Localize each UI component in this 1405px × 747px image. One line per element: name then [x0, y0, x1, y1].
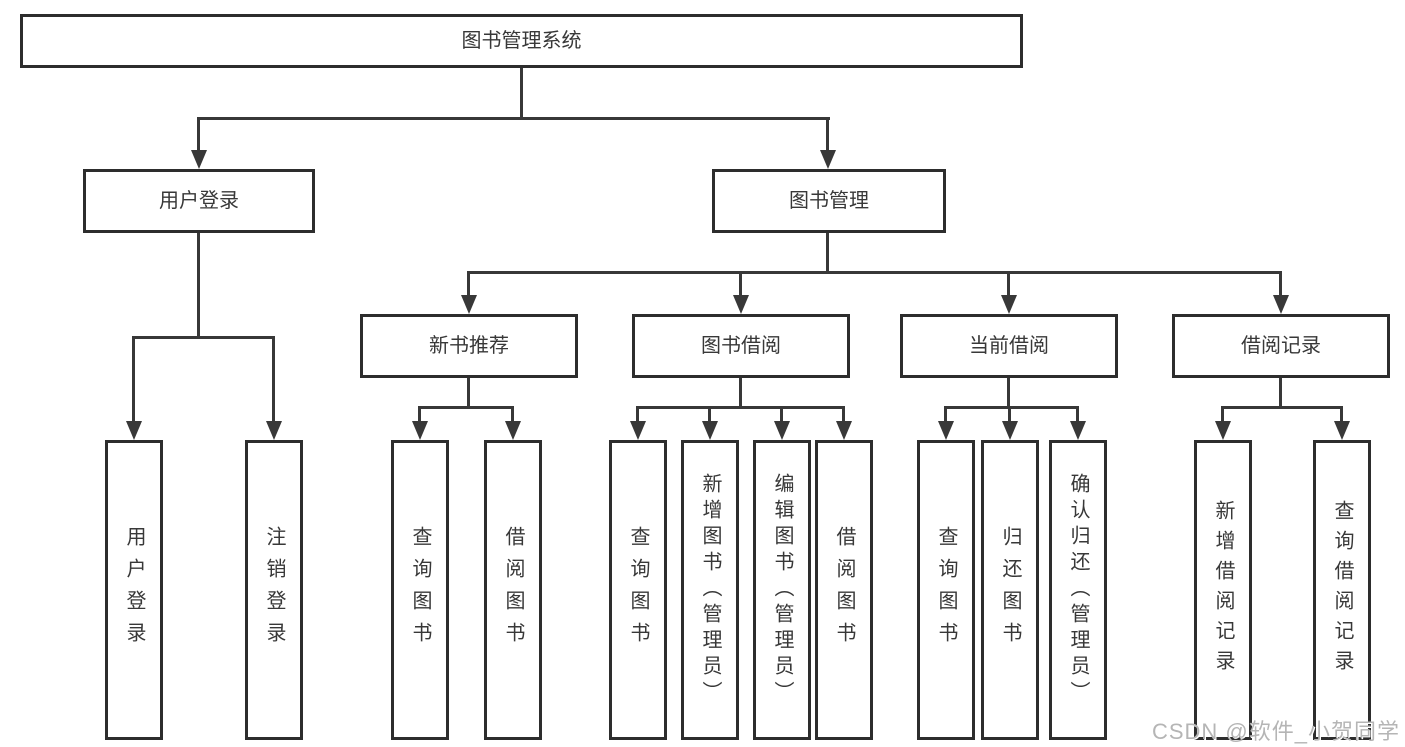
arrow-down-icon [1273, 295, 1289, 314]
connector-line [739, 271, 742, 300]
arrow-down-icon [412, 421, 428, 440]
leaf-borrow-books-recommend: 借阅图书 [484, 440, 542, 740]
node-label: 确认归还（管理员） [1067, 473, 1089, 707]
arrow-down-icon [733, 295, 749, 314]
node-label: 归还图书 [999, 526, 1021, 654]
leaf-user-login: 用户登录 [105, 440, 163, 740]
node-label: 借阅图书 [502, 526, 524, 654]
arrow-down-icon [266, 421, 282, 440]
connector-line [1279, 271, 1282, 300]
node-book-borrowing: 图书借阅 [632, 314, 850, 378]
connector-line [272, 336, 275, 426]
leaf-query-borrow-record: 查询借阅记录 [1313, 440, 1371, 740]
node-label: 新增图书（管理员） [699, 473, 721, 707]
connector-line [197, 117, 830, 120]
connector-line [418, 406, 514, 409]
connector-line [1279, 378, 1282, 409]
connector-line [1221, 406, 1343, 409]
node-library-management-system: 图书管理系统 [20, 14, 1023, 68]
node-label: 用户登录 [159, 190, 239, 212]
connector-line [197, 233, 200, 338]
node-user-login: 用户登录 [83, 169, 315, 233]
arrow-down-icon [191, 150, 207, 169]
connector-line [1008, 406, 1011, 426]
arrow-down-icon [630, 421, 646, 440]
arrow-down-icon [1001, 295, 1017, 314]
connector-line [132, 336, 275, 339]
connector-line [1221, 406, 1224, 426]
arrow-down-icon [702, 421, 718, 440]
node-label: 图书管理系统 [461, 30, 582, 52]
connector-line [467, 271, 1282, 274]
connector-line [826, 117, 829, 155]
node-label: 用户登录 [123, 526, 145, 654]
leaf-logout: 注销登录 [245, 440, 303, 740]
leaf-return-books: 归还图书 [981, 440, 1039, 740]
node-label: 新增借阅记录 [1212, 500, 1234, 680]
connector-line [1076, 406, 1079, 426]
leaf-query-books-current: 查询图书 [917, 440, 975, 740]
node-borrow-records: 借阅记录 [1172, 314, 1390, 378]
node-label: 注销登录 [263, 526, 285, 654]
connector-line [944, 406, 1079, 409]
connector-line [1340, 406, 1343, 426]
node-label: 图书借阅 [701, 335, 781, 357]
arrow-down-icon [1002, 421, 1018, 440]
connector-line [708, 406, 711, 426]
node-label: 借阅图书 [833, 526, 855, 654]
arrow-down-icon [938, 421, 954, 440]
arrow-down-icon [1215, 421, 1231, 440]
node-current-borrowing: 当前借阅 [900, 314, 1118, 378]
connector-line [1007, 378, 1010, 409]
leaf-query-books-borrowing: 查询图书 [609, 440, 667, 740]
connector-line [1007, 271, 1010, 300]
csdn-watermark: CSDN @软件_小贺同学 [1151, 719, 1400, 744]
arrow-down-icon [774, 421, 790, 440]
leaf-add-books-admin: 新增图书（管理员） [681, 440, 739, 740]
arrow-down-icon [820, 150, 836, 169]
connector-line [636, 406, 639, 426]
node-new-book-recommendation: 新书推荐 [360, 314, 578, 378]
arrow-down-icon [1334, 421, 1350, 440]
connector-line [636, 406, 845, 409]
node-label: 查询图书 [935, 526, 957, 654]
connector-line [780, 406, 783, 426]
connector-line [511, 406, 514, 426]
leaf-query-books-recommend: 查询图书 [391, 440, 449, 740]
connector-line [467, 271, 470, 300]
leaf-add-borrow-record: 新增借阅记录 [1194, 440, 1252, 740]
node-label: 查询图书 [627, 526, 649, 654]
arrow-down-icon [505, 421, 521, 440]
connector-line [826, 233, 829, 273]
arrow-down-icon [1070, 421, 1086, 440]
node-label: 编辑图书（管理员） [771, 473, 793, 707]
connector-line [418, 406, 421, 426]
connector-line [132, 336, 135, 426]
node-book-management: 图书管理 [712, 169, 946, 233]
connector-line [944, 406, 947, 426]
connector-line [842, 406, 845, 426]
node-label: 借阅记录 [1241, 335, 1321, 357]
node-label: 查询图书 [409, 526, 431, 654]
node-label: 查询借阅记录 [1331, 500, 1353, 680]
connector-line [467, 378, 470, 409]
leaf-confirm-return-admin: 确认归还（管理员） [1049, 440, 1107, 740]
connector-line [520, 66, 523, 120]
arrow-down-icon [461, 295, 477, 314]
node-label: 新书推荐 [429, 335, 509, 357]
arrow-down-icon [126, 421, 142, 440]
node-label: 当前借阅 [969, 335, 1049, 357]
node-label: 图书管理 [789, 190, 869, 212]
arrow-down-icon [836, 421, 852, 440]
leaf-borrow-books: 借阅图书 [815, 440, 873, 740]
leaf-edit-books-admin: 编辑图书（管理员） [753, 440, 811, 740]
connector-line [197, 117, 200, 155]
connector-line [739, 378, 742, 409]
